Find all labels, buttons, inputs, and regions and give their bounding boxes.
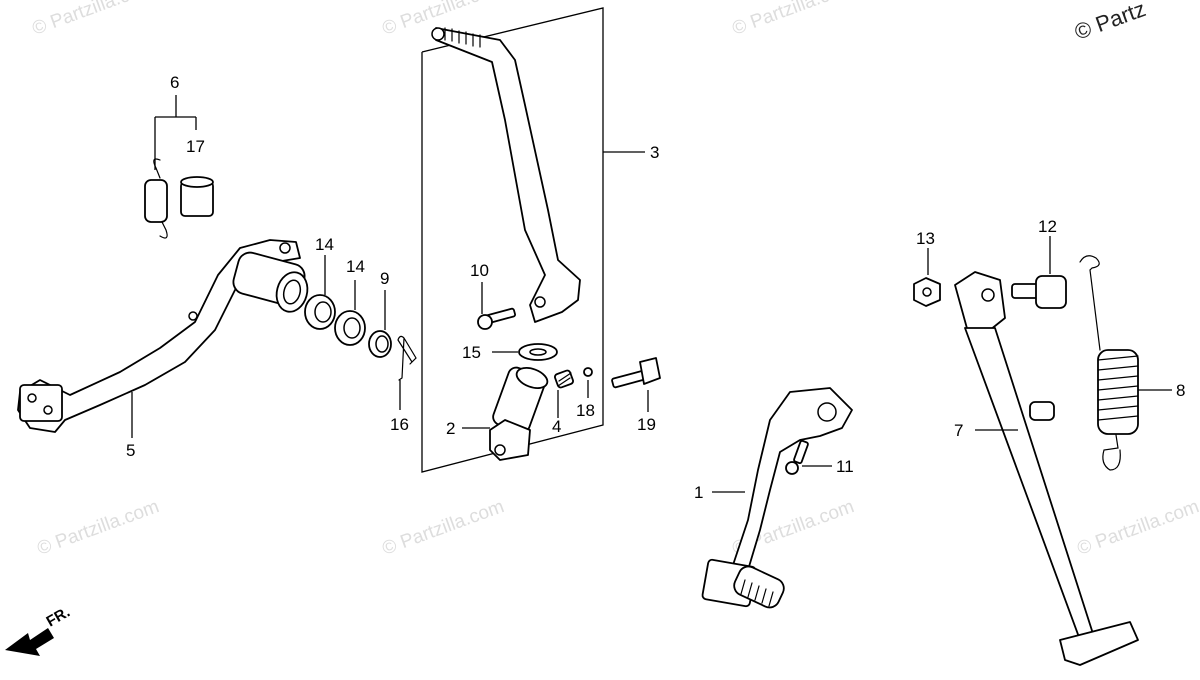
callout-1: 1 [694,483,703,502]
nut-icon [913,277,941,307]
callout-5: 5 [126,441,135,460]
collar-icon [180,176,214,217]
watermark: © Partzilla.com [730,0,857,40]
watermark: © Partzilla.com [1075,496,1200,560]
callout-10: 10 [470,261,489,280]
washer-icon [304,294,336,330]
callout-18: 18 [576,401,595,420]
callout-12: 12 [1038,217,1057,236]
callout-17: 17 [186,137,205,156]
gear-shift-pedal-icon [701,387,853,609]
callout-8: 8 [1176,381,1185,400]
front-direction-indicator: FR. [5,604,73,656]
watermark: © Partzilla.com [380,496,507,560]
bolt-icon [785,439,809,475]
bolt-icon [611,357,661,389]
callout-9: 9 [380,269,389,288]
callout-14: 14 [346,257,365,276]
stand-spring-icon [1079,255,1139,471]
callout-6: 6 [170,73,179,92]
pivot-bolt-icon [1011,275,1067,309]
callout-4: 4 [552,417,561,436]
callout-11: 11 [836,457,854,476]
callout-7: 7 [954,421,963,440]
direction-label: FR. [44,604,73,631]
washer-icon [334,310,366,346]
callout-2: 2 [446,419,455,438]
callout-16: 16 [390,415,409,434]
washer-icon [368,330,392,358]
steel-ball-icon [583,367,593,377]
washer-icon [518,343,558,361]
callout-13: 13 [916,229,935,248]
kick-lever-icon [431,27,581,323]
watermark: © Partzilla.com [30,0,157,40]
side-stand-icon [954,271,1139,666]
callout-15: 15 [462,343,481,362]
brake-pedal-icon [17,239,309,433]
cotter-pin-icon [397,335,417,381]
watermark: © Partzilla.com [35,496,162,560]
arrow-icon [5,628,54,656]
copyright-corner: © Partz [1071,0,1149,45]
callout-3: 3 [650,143,659,162]
callout-labels: 1 2 3 4 5 6 7 8 9 10 11 12 13 14 14 15 1… [126,73,1185,502]
kick-joint-icon [489,366,549,461]
callout-19: 19 [637,415,656,434]
callout-14: 14 [315,235,334,254]
assembly-outline [421,7,604,473]
bolt-icon [477,307,516,330]
part-6-spring-group [144,95,214,239]
small-spring-icon [554,369,574,389]
